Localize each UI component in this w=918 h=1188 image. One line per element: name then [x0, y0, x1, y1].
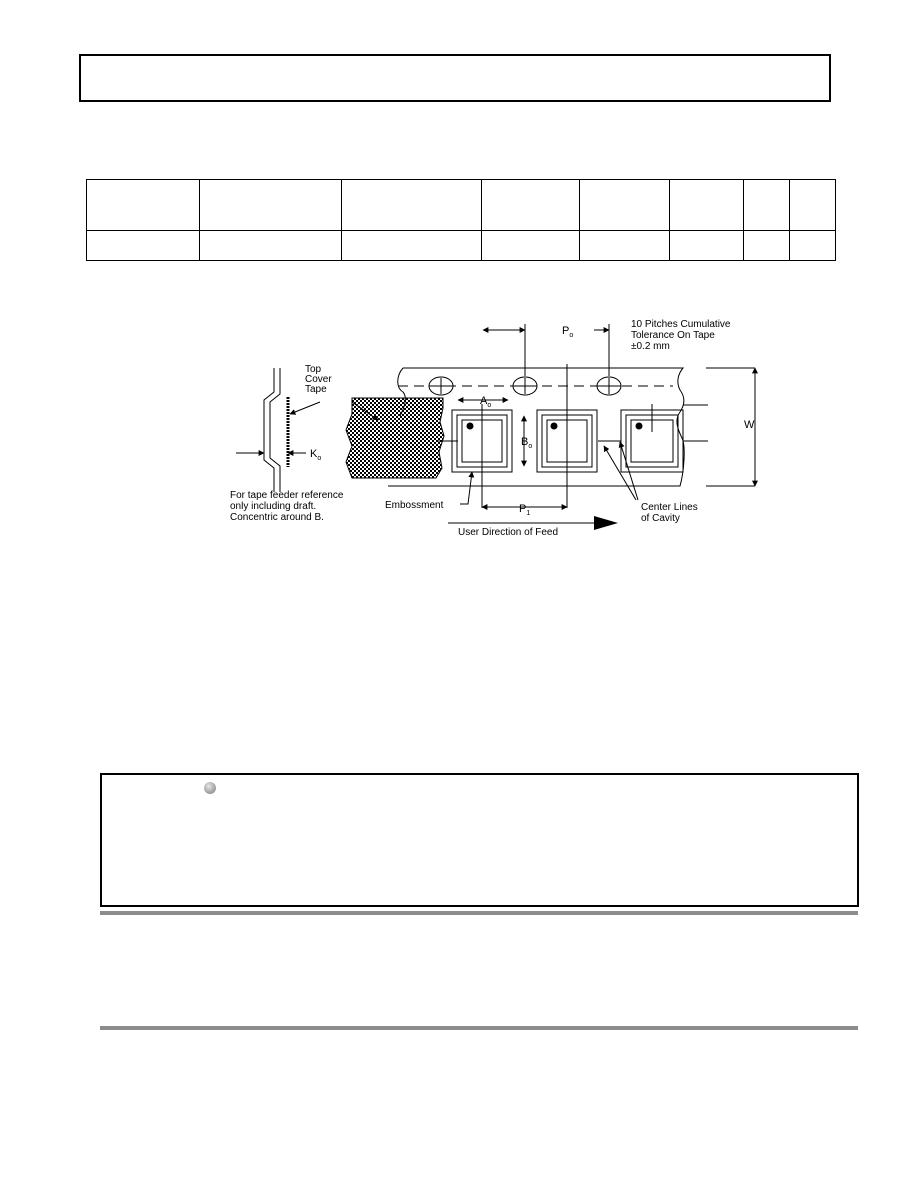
note-box: [100, 773, 859, 907]
table-cell: [199, 230, 342, 261]
table-cell: [789, 179, 836, 231]
cover-arrow: [351, 401, 379, 421]
section-divider: [100, 911, 858, 915]
label-a0: Ao: [480, 395, 491, 409]
table-cell: [481, 230, 580, 261]
feed-direction-arrow: [448, 516, 618, 530]
table-header-row: [86, 179, 836, 231]
dimension-arrows: [457, 327, 758, 510]
table-cell: [789, 230, 836, 261]
label-k0: Ko: [310, 448, 321, 462]
table-cell: [579, 179, 670, 231]
label-p0: Po: [562, 325, 573, 339]
table-row: [86, 230, 836, 261]
note-bullet-icon: [204, 782, 216, 794]
table-cell: [341, 179, 482, 231]
label-w: W: [744, 419, 755, 431]
table-cell: [579, 230, 670, 261]
top-cover-leader: [289, 401, 321, 415]
section-divider: [100, 1026, 858, 1030]
table-cell: [481, 179, 580, 231]
table-cell: [669, 179, 744, 231]
leader-lines: [460, 441, 639, 505]
label-p1: P1: [519, 503, 530, 517]
label-b0: Bo: [521, 436, 532, 450]
table-cell: [86, 179, 200, 231]
tape-side-profile: [236, 368, 306, 492]
header-box: [79, 54, 831, 102]
table-cell: [743, 179, 790, 231]
spec-table: [86, 179, 836, 261]
table-cell: [669, 230, 744, 261]
table-cell: [86, 230, 200, 261]
table-cell: [743, 230, 790, 261]
sprocket-holes: [428, 376, 622, 396]
table-cell: [341, 230, 482, 261]
label-embossment: Embossment: [385, 500, 444, 511]
top-cover-tape: [345, 397, 445, 479]
label-feed-direction: User Direction of Feed: [458, 527, 558, 538]
table-cell: [199, 179, 342, 231]
